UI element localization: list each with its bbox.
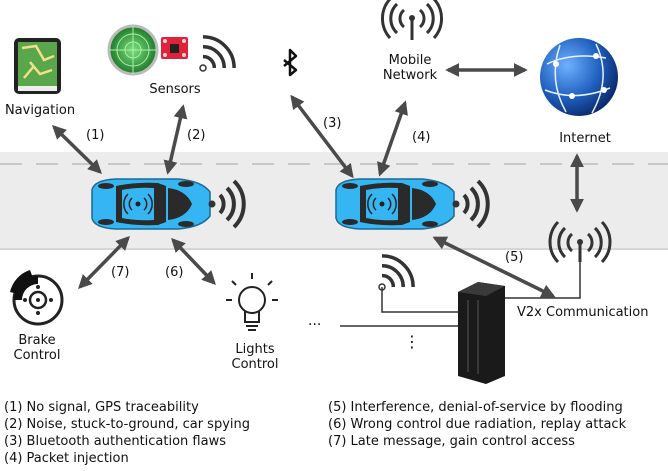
sensors-label: Sensors	[149, 82, 201, 97]
more-nodes-horizontal: ...	[308, 313, 322, 329]
lights-control-label: Lights Control	[231, 342, 279, 372]
arrow-2-number: (2)	[187, 128, 206, 143]
legend-item: (6) Wrong control due radiation, replay …	[328, 417, 627, 432]
gps-navigation-icon	[14, 38, 61, 94]
server-rack-icon	[458, 282, 505, 384]
car-icon	[335, 178, 455, 230]
mobile-network-label: Mobile Network	[382, 53, 438, 83]
sensor-board-icon	[161, 37, 188, 59]
legend-item: (3) Bluetooth authentication flaws	[4, 434, 226, 449]
antenna-tower-icon	[380, 0, 444, 40]
arrow-1-number: (1)	[86, 128, 105, 143]
brake-control-label: Brake Control	[13, 333, 61, 363]
navigation-label: Navigation	[4, 103, 76, 118]
car-icon	[91, 178, 211, 230]
arrow-5-number: (5)	[505, 250, 524, 265]
arrow-6	[171, 237, 216, 286]
more-nodes-vertical: ⋮	[404, 332, 420, 351]
antenna-tower-icon	[548, 220, 612, 264]
bluetooth-icon	[283, 48, 298, 77]
arrows	[51, 63, 584, 298]
arrow-4-number: (4)	[412, 130, 431, 145]
legend-item: (7) Late message, gain control access	[328, 434, 575, 449]
legend-item: (5) Interference, denial-of-service by f…	[328, 400, 623, 415]
brake-disc-icon	[10, 270, 64, 326]
legend-item: (4) Packet injection	[4, 451, 129, 466]
legend-item: (1) No signal, GPS traceability	[4, 400, 199, 415]
arrow-3-number: (3)	[323, 116, 342, 131]
globe-icon	[540, 38, 618, 116]
arrow-7	[78, 235, 130, 290]
arrow-7-number: (7)	[111, 265, 130, 280]
legend-left: (1) No signal, GPS traceability (2) Nois…	[4, 399, 250, 467]
arrow-4	[377, 100, 408, 177]
arrow-6-number: (6)	[165, 265, 184, 280]
wifi-signal-icon	[378, 254, 415, 291]
arrow-2	[163, 104, 188, 175]
radar-icon	[107, 24, 159, 76]
internet-label: Internet	[559, 131, 611, 146]
v2x-label: V2x Communication	[517, 305, 649, 320]
arrow-5	[432, 236, 556, 298]
v2x-links	[340, 262, 581, 327]
legend-item: (2) Noise, stuck-to-ground, car spying	[4, 417, 251, 432]
arrow-1	[51, 125, 103, 174]
arrow-3	[290, 94, 354, 179]
light-bulb-icon	[226, 273, 278, 331]
wifi-signal-icon	[199, 35, 236, 72]
legend-right: (5) Interference, denial-of-service by f…	[328, 399, 626, 450]
